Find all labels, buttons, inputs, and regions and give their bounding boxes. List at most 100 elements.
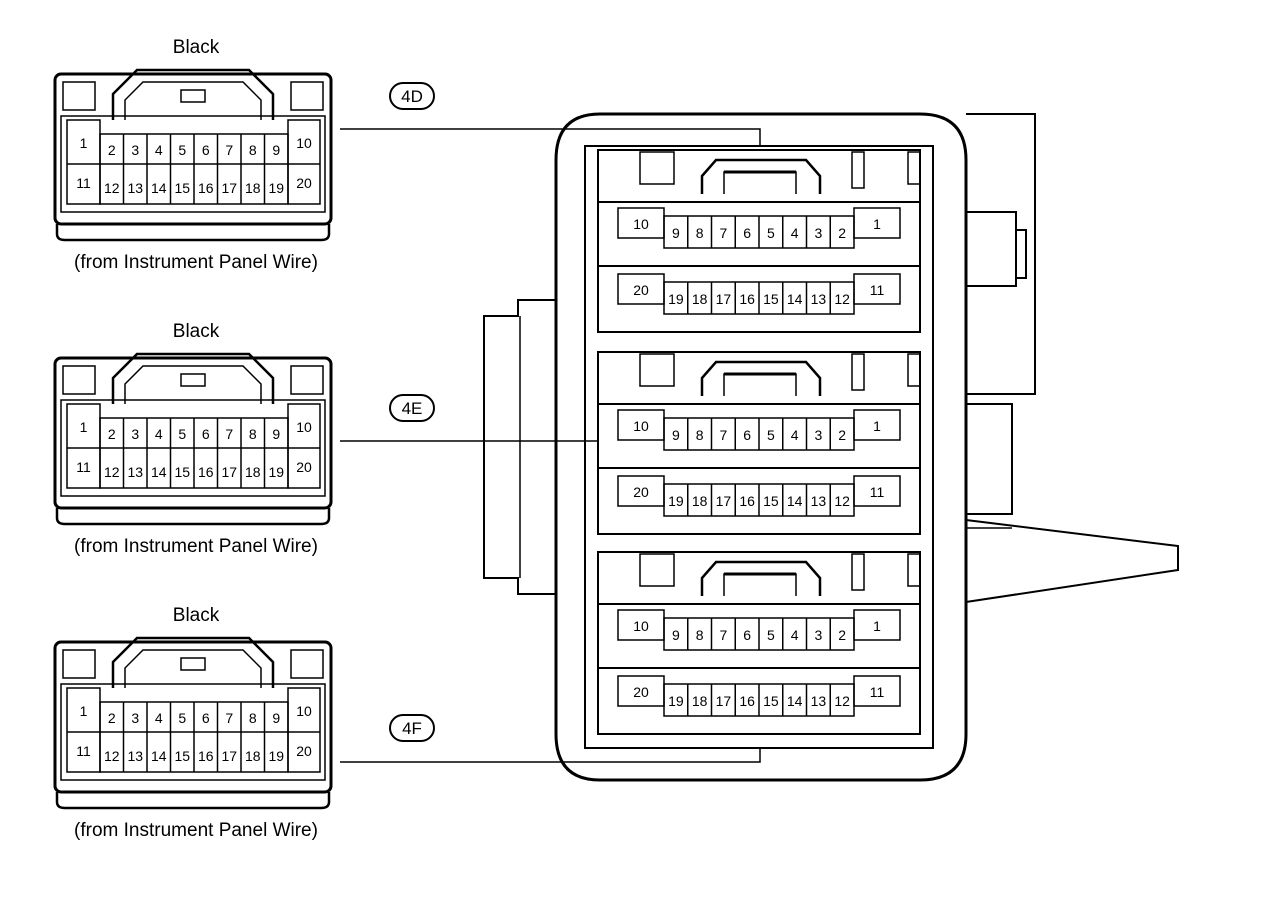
pin-label: 9 bbox=[272, 710, 280, 726]
latch-tab bbox=[180, 657, 206, 671]
pin-label: 12 bbox=[104, 180, 120, 196]
pin-label: 4 bbox=[791, 427, 799, 443]
source-label: (from Instrument Panel Wire) bbox=[74, 252, 318, 273]
tag-outline bbox=[389, 82, 435, 110]
pin-label: 17 bbox=[716, 291, 732, 307]
pin-label: 4 bbox=[155, 142, 163, 158]
pin-label: 16 bbox=[198, 180, 214, 196]
pin-label: 17 bbox=[716, 693, 732, 709]
pin-label: 6 bbox=[202, 710, 210, 726]
corner-notch bbox=[290, 81, 324, 111]
connector-housing bbox=[53, 356, 333, 510]
pin-label: 4 bbox=[791, 225, 799, 241]
pin-column bbox=[287, 119, 321, 205]
pin-label: 2 bbox=[838, 627, 846, 643]
source-label: (from Instrument Panel Wire) bbox=[74, 820, 318, 841]
corner-notch bbox=[62, 81, 96, 111]
pin-label: 14 bbox=[787, 291, 803, 307]
socket-notch bbox=[639, 553, 675, 587]
pin-label: 3 bbox=[814, 627, 822, 643]
socket-notch bbox=[639, 151, 675, 185]
pin-label: 2 bbox=[108, 710, 116, 726]
pin-label: 1 bbox=[873, 618, 881, 634]
socket-notch bbox=[907, 553, 921, 587]
pin-label: 5 bbox=[178, 142, 186, 158]
latch-recess-inner bbox=[723, 573, 797, 596]
pin-label: 15 bbox=[763, 493, 779, 509]
socket-cavity bbox=[597, 351, 921, 535]
pin-label: 16 bbox=[198, 464, 214, 480]
pin-label: 18 bbox=[692, 493, 708, 509]
pin-label: 15 bbox=[763, 693, 779, 709]
pin-label: 2 bbox=[838, 427, 846, 443]
pin-label: 9 bbox=[672, 627, 680, 643]
pin-label: 6 bbox=[202, 426, 210, 442]
pin-column bbox=[66, 687, 101, 773]
latch-tab bbox=[180, 373, 206, 387]
pin-label: 11 bbox=[870, 484, 885, 500]
pin-label: 6 bbox=[743, 427, 751, 443]
socket-cavity bbox=[597, 551, 921, 735]
pin-label: 13 bbox=[811, 693, 827, 709]
pin-label: 11 bbox=[870, 282, 885, 298]
wedge-clip bbox=[965, 519, 1179, 603]
pin-label: 2 bbox=[108, 142, 116, 158]
pin-label: 5 bbox=[767, 627, 775, 643]
latch-recess-inner bbox=[723, 373, 797, 396]
pin-label: 16 bbox=[739, 693, 755, 709]
bracket-stud bbox=[1015, 229, 1027, 279]
pin-label: 2 bbox=[108, 426, 116, 442]
pin-label: 14 bbox=[787, 693, 803, 709]
pin-label: 17 bbox=[221, 748, 237, 764]
pin-label: 12 bbox=[104, 748, 120, 764]
leader-line-4d bbox=[340, 128, 761, 146]
pin-label: 6 bbox=[743, 225, 751, 241]
pin-label: 8 bbox=[696, 225, 704, 241]
pin-label: 5 bbox=[767, 427, 775, 443]
pin-label: 19 bbox=[268, 464, 284, 480]
corner-notch bbox=[290, 649, 324, 679]
socket-frame bbox=[584, 145, 934, 749]
pin-label: 11 bbox=[76, 743, 91, 759]
pin-label: 12 bbox=[834, 493, 850, 509]
latch-recess bbox=[700, 158, 822, 194]
pin-label: 19 bbox=[268, 748, 284, 764]
pin-label: 3 bbox=[814, 427, 822, 443]
pin-label: 15 bbox=[174, 464, 190, 480]
pin-label: 19 bbox=[668, 493, 684, 509]
pin-label: 5 bbox=[767, 225, 775, 241]
pin-label: 1 bbox=[873, 216, 881, 232]
pin-label: 7 bbox=[225, 710, 233, 726]
leader-lines bbox=[340, 128, 761, 763]
connector-tag-4f: 4F bbox=[389, 714, 435, 742]
pin-label: 7 bbox=[719, 427, 727, 443]
pin-label: 20 bbox=[633, 282, 649, 298]
pin-label: 8 bbox=[249, 426, 257, 442]
pin-label: 20 bbox=[296, 743, 312, 759]
connector-tag-4e: 4E bbox=[389, 394, 435, 422]
pin-label: 15 bbox=[763, 291, 779, 307]
pin-label: 9 bbox=[672, 225, 680, 241]
pin-label: 10 bbox=[633, 618, 649, 634]
pin-label: 5 bbox=[178, 710, 186, 726]
pin-label: 18 bbox=[692, 693, 708, 709]
pin-label: 18 bbox=[245, 464, 261, 480]
locking-latch bbox=[111, 68, 275, 120]
pin-frame bbox=[60, 683, 326, 781]
locking-latch-inner bbox=[124, 81, 262, 120]
pin-label: 4 bbox=[155, 426, 163, 442]
pin-column bbox=[287, 403, 321, 489]
connector-id: 4E bbox=[402, 399, 423, 418]
color-label: Black bbox=[173, 37, 220, 58]
pin-label: 19 bbox=[268, 180, 284, 196]
pin-label: 7 bbox=[719, 627, 727, 643]
color-label: Black bbox=[173, 321, 220, 342]
pin-label: 12 bbox=[104, 464, 120, 480]
pin-label: 3 bbox=[131, 142, 139, 158]
color-label: Black bbox=[173, 605, 220, 626]
